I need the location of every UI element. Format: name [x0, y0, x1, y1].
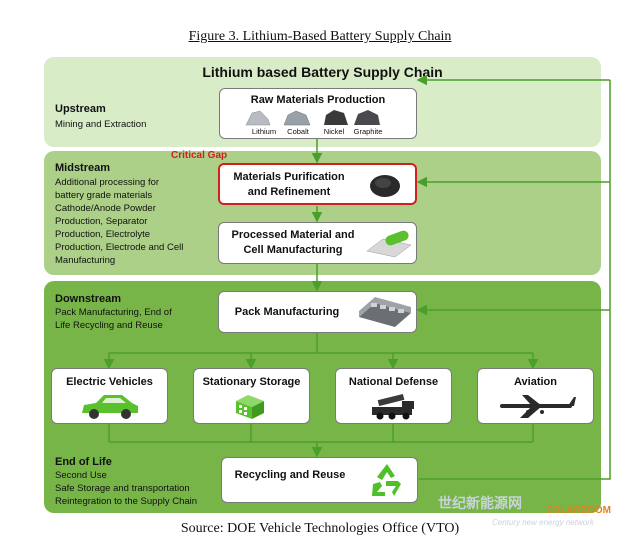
missile-launcher-icon: [372, 393, 414, 420]
figure-caption: Figure 3. Lithium-Based Battery Supply C…: [188, 29, 452, 44]
midstream-desc: Additional processing for battery grade …: [55, 177, 184, 266]
application-label: National Defense: [348, 376, 439, 388]
downstream-title: Downstream: [55, 293, 122, 305]
airplane-icon: [500, 395, 576, 418]
application-electric-vehicles: Electric Vehicles: [51, 368, 168, 424]
purification-label: Materials Purification and Refinement: [233, 171, 345, 198]
end-of-life-title: End of Life: [55, 456, 112, 468]
midstream-title: Midstream: [55, 162, 111, 174]
watermark-cn: 世纪新能源网: [438, 495, 522, 511]
critical-gap-label: Critical Gap: [171, 150, 228, 161]
recycling-box: Recycling and Reuse: [221, 457, 418, 503]
watermark-en: Century new energy network: [492, 518, 594, 527]
recycling-label: Recycling and Reuse: [234, 469, 346, 481]
material-lithium: Lithium: [251, 127, 277, 136]
processed-label: Processed Material and Cell Manufacturin…: [231, 229, 355, 256]
application-stationary-storage: Stationary Storage: [193, 368, 310, 424]
downstream-desc: Pack Manufacturing, End of Life Recyclin…: [55, 307, 172, 331]
pack-manufacturing-box: Pack Manufacturing: [218, 291, 417, 333]
watermark-brand: SOLARZOOM: [546, 505, 611, 516]
battery-grid-icon: [236, 395, 264, 419]
recycle-icon: [372, 464, 401, 496]
material-graphite: Graphite: [353, 127, 383, 136]
processed-box: Processed Material and Cell Manufacturin…: [218, 222, 417, 264]
source-caption: Source: DOE Vehicle Technologies Office …: [180, 521, 460, 536]
battery-pack-icon: [359, 297, 411, 327]
end-of-life-desc: Second Use Safe Storage and transportati…: [55, 470, 198, 507]
powder-pile-icon: [370, 175, 400, 197]
application-aviation: Aviation: [477, 368, 594, 424]
application-label: Stationary Storage: [202, 376, 301, 388]
material-cobalt: Cobalt: [287, 127, 309, 136]
raw-materials-label: Raw Materials Production: [250, 94, 386, 106]
application-label: Aviation: [514, 376, 557, 388]
upstream-title: Upstream: [55, 103, 106, 115]
pack-label: Pack Manufacturing: [234, 306, 340, 318]
purification-box: Materials Purification and Refinement: [218, 163, 417, 205]
diagram-title: Lithium based Battery Supply Chain: [202, 64, 443, 80]
application-label: Electric Vehicles: [66, 376, 153, 388]
mineral-samples-icon: [245, 110, 380, 126]
feedback-line: [419, 80, 611, 480]
upstream-desc: Mining and Extraction: [55, 119, 147, 130]
car-icon: [82, 395, 138, 419]
raw-materials-box: Raw Materials Production Lithium Cobalt …: [219, 88, 417, 139]
battery-cell-icon: [366, 230, 412, 258]
application-national-defense: National Defense: [335, 368, 452, 424]
material-nickel: Nickel: [323, 127, 345, 136]
